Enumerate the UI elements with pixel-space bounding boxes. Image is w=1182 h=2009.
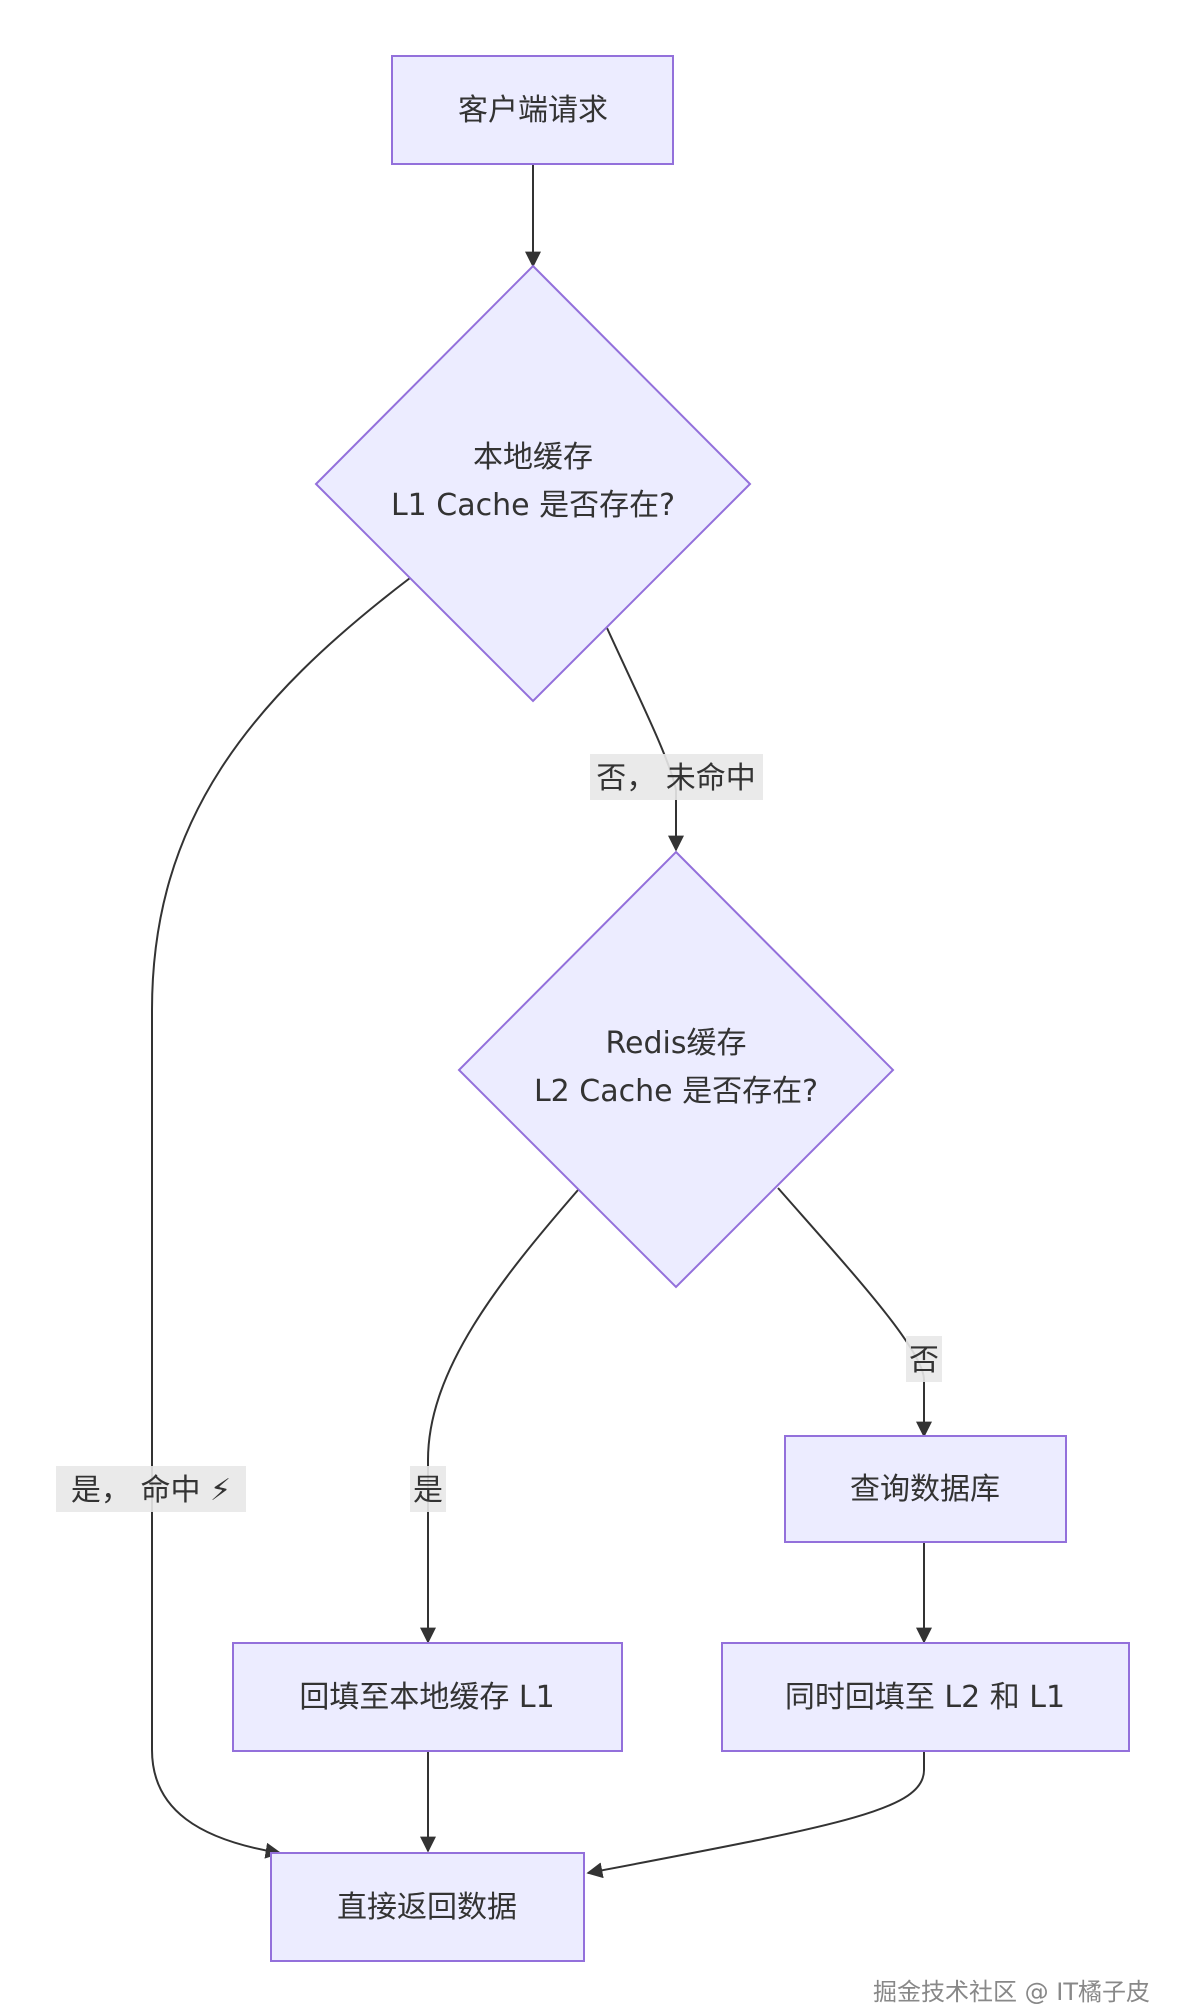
edge-label-l1-hit: 是， 命中 ⚡ [56, 1466, 246, 1512]
svg-text:否， 未命中: 否， 未命中 [596, 761, 756, 796]
node-query-database: 查询数据库 [784, 1435, 1067, 1543]
watermark: 掘金技术社区 @ IT橘子皮 [873, 1978, 1150, 2006]
node-l1-cache-check: 本地缓存 L1 Cache 是否存在? [314, 264, 752, 703]
edge-l2-to-query-db [777, 1187, 932, 1438]
node-l2-cache-check: Redis缓存 L2 Cache 是否存在? [457, 850, 895, 1289]
svg-text:同时回填至 L2 和 L1: 同时回填至 L2 和 L1 [785, 1680, 1065, 1715]
node-backfill-l1: 回填至本地缓存 L1 [232, 1642, 623, 1752]
svg-text:客户端请求: 客户端请求 [458, 93, 608, 128]
edge-l1-to-l2 [606, 627, 684, 852]
edge-backfill-l2-l1-to-return [586, 1751, 925, 1879]
edge-label-l1-miss: 否， 未命中 [590, 754, 763, 800]
edge-label-l2-miss: 否 [906, 1336, 942, 1382]
svg-text:L1 Cache 是否存在?: L1 Cache 是否存在? [391, 488, 675, 523]
svg-text:直接返回数据: 直接返回数据 [337, 1890, 517, 1925]
svg-text:查询数据库: 查询数据库 [850, 1472, 1000, 1507]
edge-label-l2-hit: 是 [410, 1466, 446, 1512]
node-client-request: 客户端请求 [391, 55, 674, 165]
edges [151, 164, 932, 1879]
svg-text:Redis缓存: Redis缓存 [606, 1026, 747, 1061]
edge-l2-to-backfill-l1 [420, 1189, 579, 1644]
node-backfill-l2-l1: 同时回填至 L2 和 L1 [721, 1642, 1130, 1752]
svg-text:是: 是 [413, 1473, 443, 1508]
svg-text:是， 命中 ⚡: 是， 命中 ⚡ [71, 1473, 231, 1508]
svg-text:本地缓存: 本地缓存 [473, 440, 593, 475]
node-return-data: 直接返回数据 [270, 1852, 585, 1962]
edge-l1-to-return [151, 577, 411, 1859]
svg-text:回填至本地缓存 L1: 回填至本地缓存 L1 [299, 1680, 554, 1715]
svg-text:L2 Cache 是否存在?: L2 Cache 是否存在? [534, 1074, 818, 1109]
svg-text:否: 否 [909, 1343, 939, 1378]
